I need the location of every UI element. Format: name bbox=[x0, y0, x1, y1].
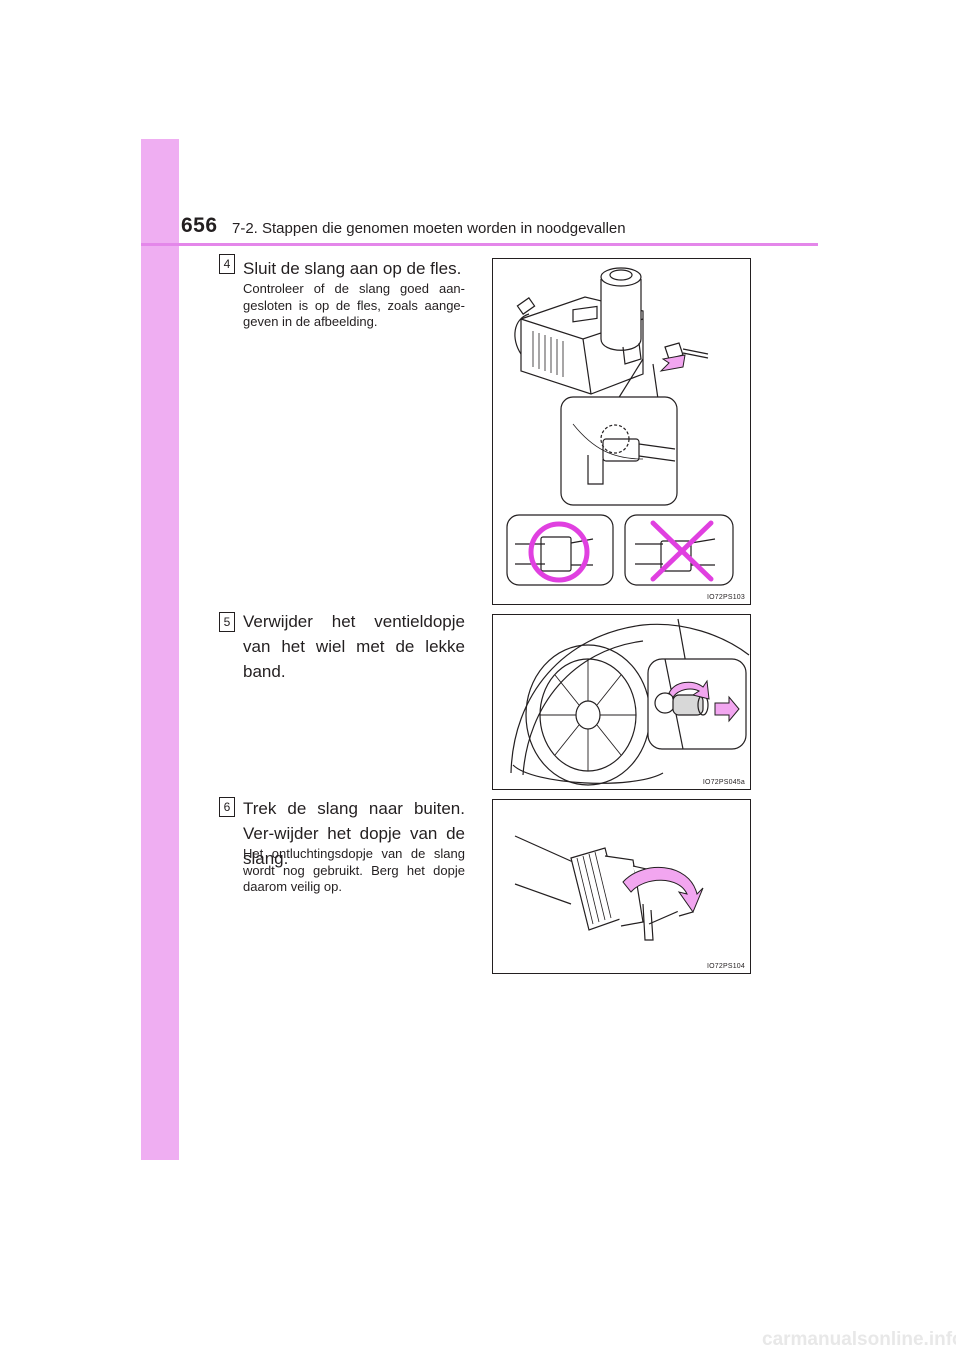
hose-bottle-illustration bbox=[506, 267, 734, 586]
wheel-valve-illustration bbox=[510, 618, 750, 786]
pull-arrow-icon bbox=[714, 695, 740, 723]
figure-code: IO72PS104 bbox=[707, 963, 745, 970]
figure-hose-connection: IO72PS103 bbox=[492, 258, 751, 605]
figure-code: IO72PS045a bbox=[702, 779, 745, 786]
insert-arrow-icon bbox=[659, 354, 686, 372]
step-6-body: Het ontluchtingsdopje van de slang wordt… bbox=[243, 846, 465, 894]
step-number-6: 6 bbox=[219, 797, 235, 817]
incorrect-cross-icon bbox=[650, 520, 714, 582]
step-number-5: 5 bbox=[219, 612, 235, 632]
page-number: 656 bbox=[181, 214, 218, 237]
figure-code: IO72PS103 bbox=[707, 594, 745, 601]
watermark-logo: carmanualsonline.info bbox=[762, 1329, 956, 1350]
step-5-title: Verwijder het ventieldopje van het wiel … bbox=[243, 612, 465, 681]
chapter-sidebar-tab bbox=[141, 139, 179, 1160]
header-divider bbox=[141, 243, 818, 246]
svg-text:carmanualsonline.info: carmanualsonline.info bbox=[762, 1329, 956, 1350]
rotate-arrow-icon bbox=[668, 679, 710, 700]
step-6-title: Trek de slang naar buiten. Ver-wijder he… bbox=[243, 799, 465, 868]
correct-circle-icon bbox=[528, 521, 590, 583]
section-title: 7-2. Stappen die genomen moeten worden i… bbox=[232, 220, 626, 237]
hose-cap-illustration bbox=[514, 835, 704, 941]
step-4-body: Controleer of de slang goed aan-gesloten… bbox=[243, 281, 465, 329]
step-number-4: 4 bbox=[219, 254, 235, 274]
figure-valve-cap-removal: IO72PS045a bbox=[492, 614, 751, 790]
figure-hose-cap-removal: IO72PS104 bbox=[492, 799, 751, 974]
step-4-title: Sluit de slang aan op de fles. bbox=[243, 259, 462, 278]
rotate-arrow-icon bbox=[622, 866, 704, 914]
